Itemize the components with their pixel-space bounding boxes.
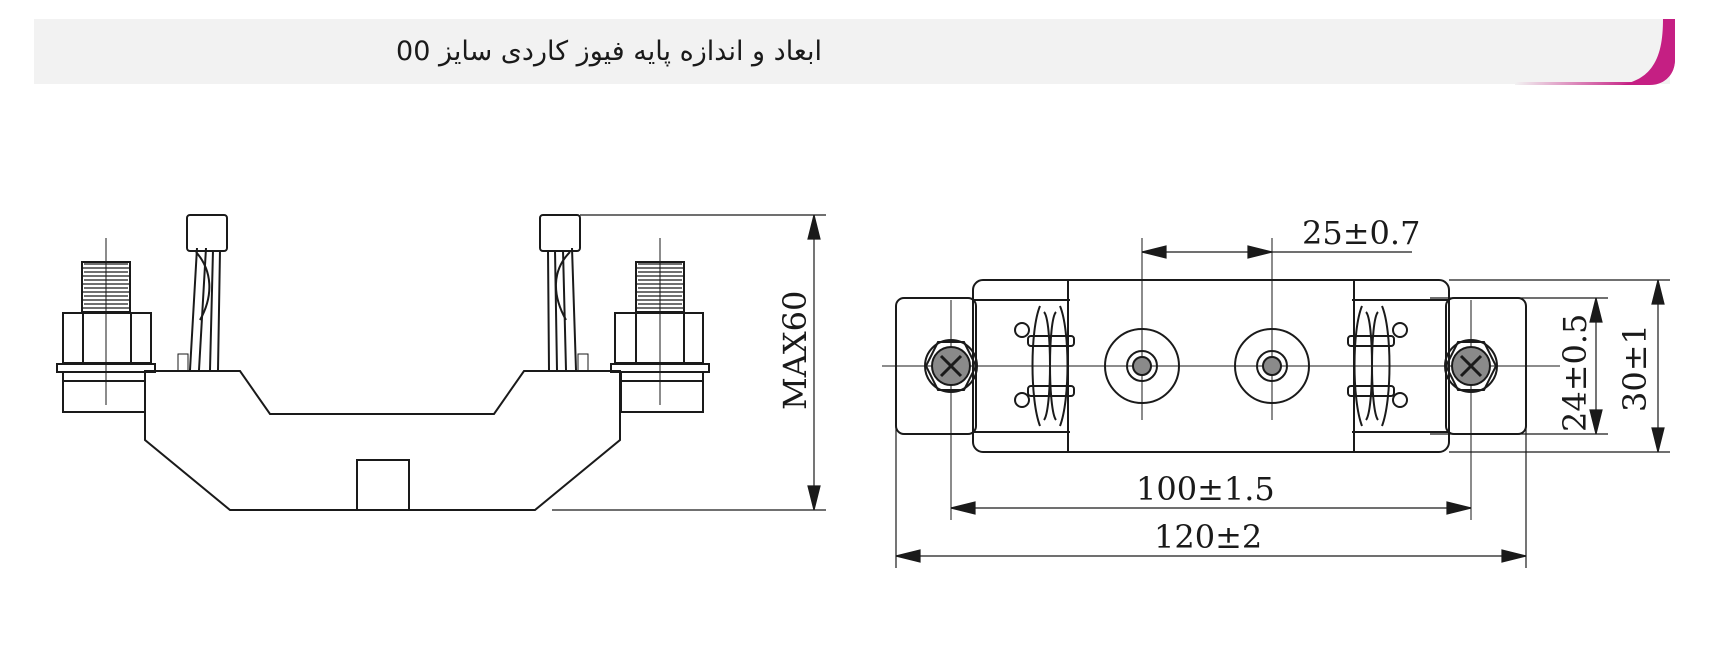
height-dimension	[552, 214, 826, 511]
base-center-block	[356, 459, 410, 511]
contact-spacing-dimension	[1141, 245, 1412, 259]
outer-width-label: 30±1	[1616, 324, 1654, 412]
right-bolt	[1444, 300, 1498, 520]
left-spring-clip	[1014, 305, 1075, 427]
inner-width-dimension	[1430, 297, 1608, 435]
bolt-spacing-label: 100±1.5	[1136, 470, 1275, 508]
height-label: MAX60	[776, 291, 814, 410]
right-terminal	[610, 238, 710, 413]
left-center-contact	[1104, 238, 1180, 420]
left-terminal	[56, 238, 156, 413]
bolt-spacing-dimension	[950, 501, 1472, 515]
inner-width-label: 24±0.5	[1556, 314, 1594, 432]
right-blade-contact	[539, 214, 589, 372]
right-center-contact	[1234, 238, 1310, 420]
header-accent-tab	[1515, 19, 1675, 85]
side-view	[56, 214, 826, 511]
page-title: ابعاد و اندازه پایه فیوز کاردی سایز 00	[396, 36, 822, 67]
outer-width-dimension	[1449, 279, 1670, 453]
fuse-base-body	[144, 370, 621, 511]
overall-length-dimension	[895, 420, 1527, 568]
right-spring-clip	[1347, 305, 1408, 427]
header-bar	[34, 19, 1670, 84]
overall-length-label: 120±2	[1154, 518, 1262, 556]
left-bolt	[924, 300, 978, 520]
contact-spacing-label: 25±0.7	[1302, 214, 1420, 252]
left-blade-contact	[177, 214, 228, 372]
top-view	[882, 238, 1670, 568]
